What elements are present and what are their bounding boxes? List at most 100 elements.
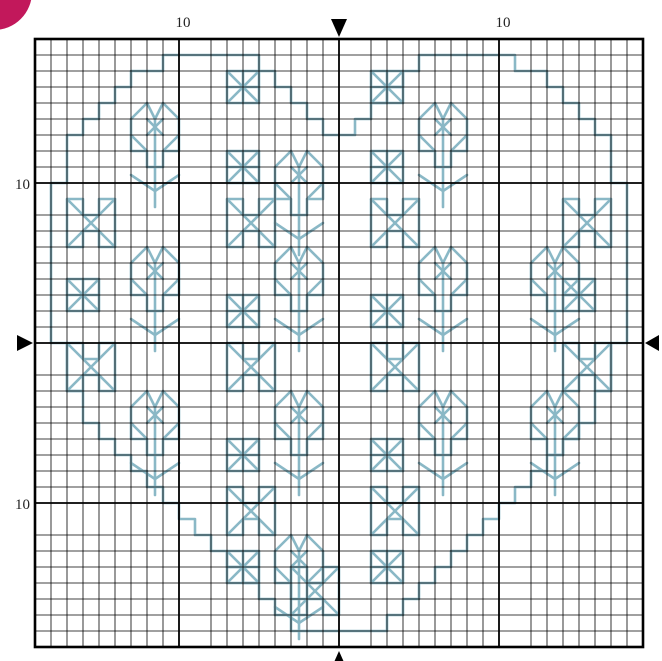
tulip-cross	[163, 423, 179, 439]
tulip-cross	[531, 279, 547, 295]
bottom-center-arrow-icon	[331, 651, 347, 661]
tulip-petal	[275, 535, 291, 551]
tulip-petal	[307, 391, 323, 407]
tulip-petal	[163, 247, 179, 263]
tulip-petal	[307, 151, 323, 167]
tulip-petal	[547, 247, 555, 263]
bow-cross	[395, 367, 419, 391]
bow-cross	[563, 367, 587, 391]
tulip-petal	[555, 391, 563, 407]
tulip-cross	[307, 183, 323, 199]
tulip-cross	[131, 423, 147, 439]
tulip-cross	[451, 279, 467, 295]
tulip-petal	[275, 151, 291, 167]
tulip-petal	[299, 535, 307, 551]
tulip-petal	[299, 391, 307, 407]
tulip-cross	[275, 423, 291, 439]
tulip-petal	[435, 391, 443, 407]
tulip-petal	[307, 247, 323, 263]
tulip-petal	[563, 391, 579, 407]
tulip-cross	[131, 279, 147, 295]
tulip-petal	[435, 247, 443, 263]
major-grid	[35, 39, 643, 647]
tulip-cross	[451, 135, 467, 151]
tulip-cross	[307, 567, 323, 583]
bow-cross	[371, 223, 395, 247]
left-scale-label-1: 10	[15, 177, 30, 193]
tulip-cross	[451, 423, 467, 439]
bow-cross	[91, 199, 115, 223]
tulip-cross	[419, 279, 435, 295]
bow-cross	[227, 199, 251, 223]
bow-cross	[395, 511, 419, 535]
pattern-badge-icon	[0, 0, 32, 30]
tulip-petal	[531, 391, 547, 407]
tulip-petal	[147, 391, 155, 407]
bow-cross	[251, 199, 275, 223]
bow-cross	[587, 367, 611, 391]
tulip-petal	[163, 391, 179, 407]
tulip-petal	[419, 247, 435, 263]
tulip-petal	[163, 103, 179, 119]
tulip-petal	[443, 103, 451, 119]
bow-cross	[371, 367, 395, 391]
tulip-petal	[147, 247, 155, 263]
left-center-arrow-icon	[17, 335, 33, 351]
bow-cross	[67, 223, 91, 247]
tulip-petal	[555, 247, 563, 263]
tulip-petal	[443, 391, 451, 407]
bow-cross	[371, 199, 395, 223]
tulip-petal	[547, 391, 555, 407]
bow-cross	[251, 511, 275, 535]
bow-cross	[251, 223, 275, 247]
tulip-petal	[563, 247, 579, 263]
bow-cross	[563, 343, 587, 367]
bow-cross	[371, 343, 395, 367]
tulip-petal	[451, 391, 467, 407]
bow-cross	[563, 223, 587, 247]
tulip-petal	[147, 103, 155, 119]
bow-cross	[67, 343, 91, 367]
bow-cross	[563, 199, 587, 223]
bow-cross	[227, 487, 251, 511]
bow-cross	[371, 487, 395, 511]
tulip-cross	[419, 135, 435, 151]
tulip-cross	[275, 183, 291, 199]
bow-cross	[91, 223, 115, 247]
tulip-cross	[163, 135, 179, 151]
tulip-petal	[291, 391, 299, 407]
tulip-cross	[419, 423, 435, 439]
tulip-petal	[131, 391, 147, 407]
bow-cross	[227, 343, 251, 367]
bow-cross	[291, 591, 315, 615]
top-scale-label-2: 10	[496, 15, 511, 31]
tulip-petal	[275, 391, 291, 407]
left-scale-label-2: 10	[15, 497, 30, 513]
tulip-petal	[451, 247, 467, 263]
tulip-petal	[443, 247, 451, 263]
tulip-petal	[291, 535, 299, 551]
tulip-petal	[435, 103, 443, 119]
bow-cross	[587, 343, 611, 367]
top-center-arrow-icon	[331, 19, 347, 37]
tulip-cross	[307, 279, 323, 295]
bow-cross	[251, 367, 275, 391]
bow-cross	[227, 511, 251, 535]
bow-cross	[395, 487, 419, 511]
right-center-arrow-icon	[645, 335, 659, 351]
tulip-petal	[531, 247, 547, 263]
tulip-cross	[531, 423, 547, 439]
tulip-cross	[131, 135, 147, 151]
tulip-cross	[163, 279, 179, 295]
bow-cross	[91, 367, 115, 391]
tulip-cross	[563, 423, 579, 439]
tulip-petal	[131, 247, 147, 263]
bow-cross	[395, 343, 419, 367]
tulip-cross	[307, 423, 323, 439]
tulip-cross	[275, 567, 291, 583]
tulip-petal	[131, 103, 147, 119]
bow-cross	[587, 223, 611, 247]
tulip-petal	[155, 247, 163, 263]
tulip-petal	[155, 391, 163, 407]
